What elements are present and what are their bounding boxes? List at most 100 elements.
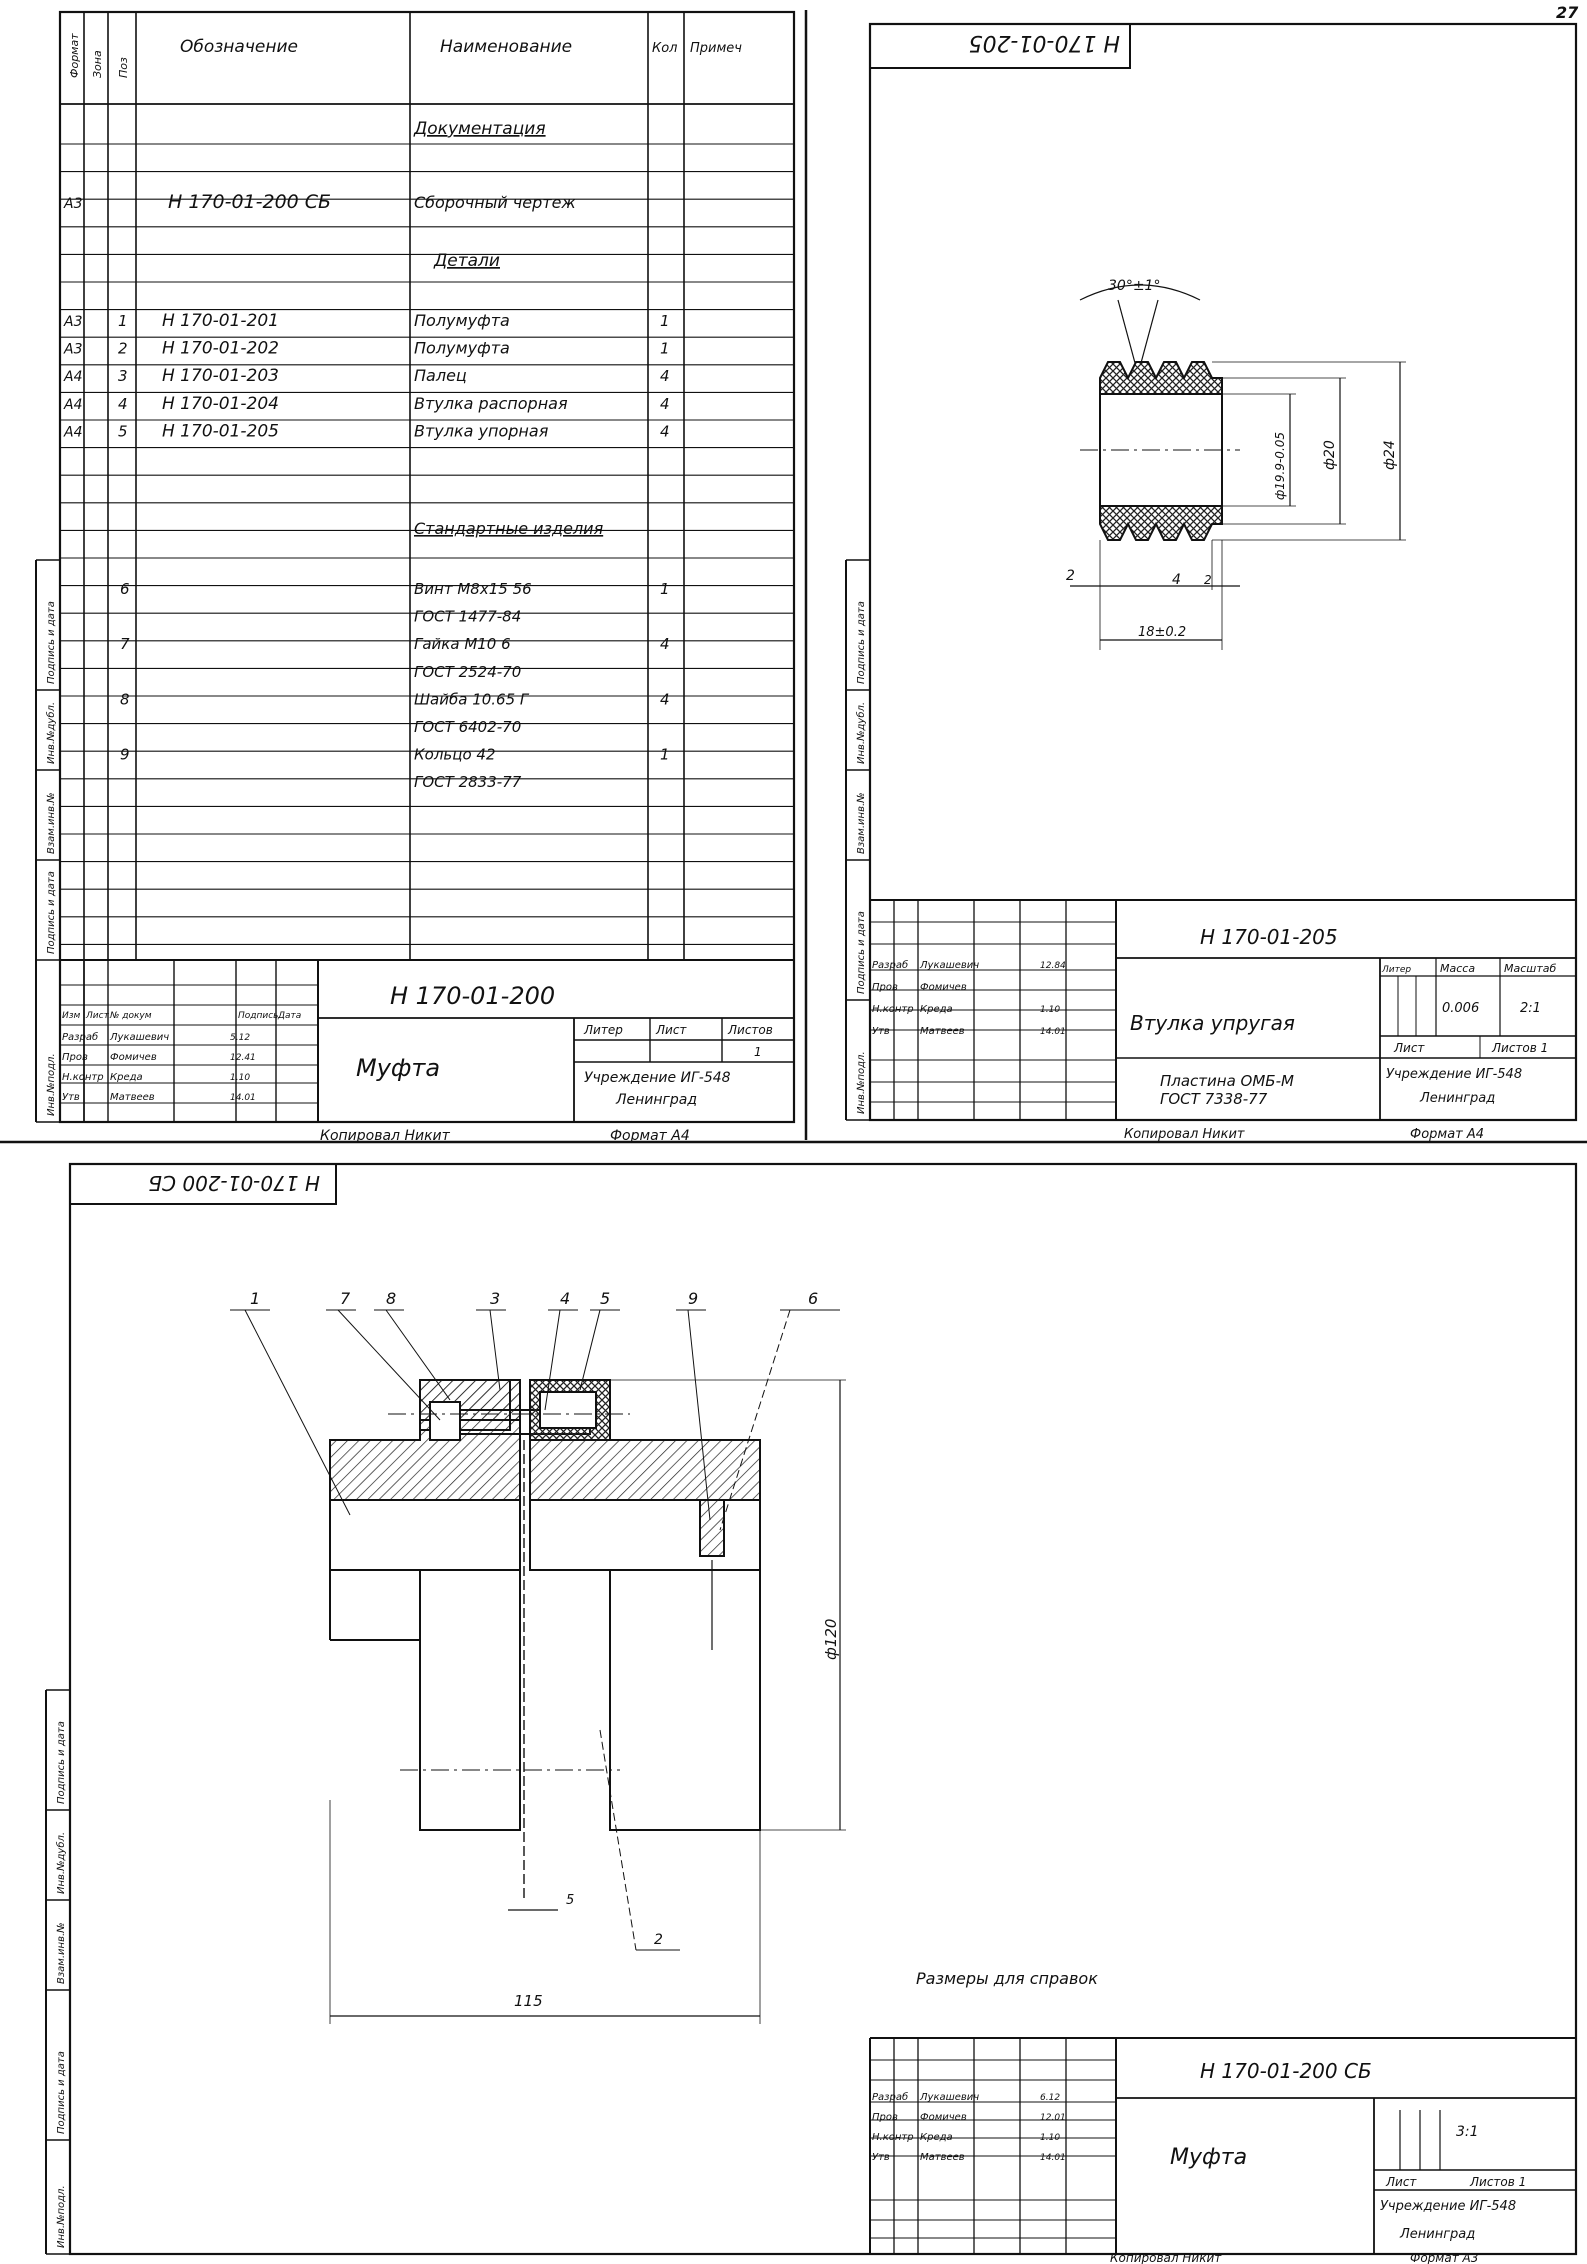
- section-standard: Стандартные изделия: [414, 519, 604, 538]
- part-sheets: Листов 1: [1491, 1041, 1548, 1055]
- signer-date: 14.01: [1040, 2153, 1066, 2163]
- std-qty: 4: [660, 690, 670, 708]
- std-line1: Кольцо 42: [414, 746, 496, 764]
- part-designation: Н 170-01-202: [162, 339, 279, 359]
- std-pos: 8: [120, 690, 130, 708]
- side-label: Подпись и дата: [56, 2051, 67, 2134]
- part-sheet: [845, 22, 1578, 1122]
- doc-name: Сборочный чертеж: [414, 193, 576, 212]
- signer-date: 14.01: [1040, 1027, 1066, 1037]
- leader-label: 7: [340, 1289, 351, 1308]
- side-labels-spec: Инв.№подл.Подпись и датаВзам.инв.№Инв.№д…: [45, 601, 57, 1116]
- leader-label-2: 2: [654, 1932, 663, 1948]
- part-name: Втулка распорная: [414, 394, 568, 413]
- leader-label: 8: [386, 1289, 396, 1308]
- doc-designation: Н 170-01-200 СБ: [168, 191, 331, 213]
- signer-name: Фомичев: [110, 1052, 157, 1063]
- std-qty: 1: [660, 580, 670, 598]
- section-parts: Детали: [433, 251, 500, 271]
- part-format: А4: [63, 369, 82, 385]
- assembly-format: Формат А3: [1410, 2251, 1478, 2264]
- signer-name: Креда: [920, 2132, 953, 2143]
- assembly-scale: 3:1: [1456, 2124, 1479, 2140]
- side-label: Инв.№дубл.: [45, 702, 57, 764]
- part-format: А3: [63, 342, 82, 358]
- part-designation: Н 170-01-203: [162, 366, 279, 386]
- part-qty: 4: [660, 395, 670, 413]
- title-1-list: Лист: [85, 1011, 110, 1021]
- std-qty: 4: [660, 635, 670, 653]
- title-block-spec: [60, 959, 794, 1122]
- assembly-copied: Копировал Никит: [1110, 2251, 1222, 2264]
- assembly-note: Размеры для справок: [916, 1969, 1098, 1988]
- dim-d1: ф19.9-0.05: [1273, 432, 1287, 500]
- signer-role: Утв: [62, 1092, 80, 1103]
- header-zone: Зона: [91, 50, 104, 78]
- header-name: Наименование: [440, 37, 572, 57]
- dim-d2: ф20: [1322, 440, 1338, 470]
- part-designation: Н 170-01-205: [162, 421, 279, 441]
- signer-date: 12.01: [1040, 2113, 1066, 2123]
- dim-l3: 2: [1204, 573, 1212, 587]
- part-org: Учреждение ИГ-548: [1386, 1067, 1522, 1082]
- part-format: Формат А4: [1410, 1127, 1484, 1142]
- signer-role: Разраб: [872, 2091, 908, 2103]
- dim-l1: 2: [1066, 568, 1075, 584]
- signer-role: Утв: [872, 1026, 890, 1037]
- dim-length: 18±0.2: [1138, 625, 1186, 640]
- signer-name: Матвеев: [920, 2152, 965, 2163]
- signer-date: 6.12: [1040, 2093, 1060, 2103]
- part-pos: 2: [118, 340, 128, 358]
- part-format: А4: [63, 397, 82, 413]
- header-designation: Обозначение: [180, 37, 298, 57]
- assembly-title-name: Муфта: [1170, 2145, 1247, 2170]
- dim-overall-length: 115: [514, 1992, 543, 2010]
- title-1-ndoc: № докум: [109, 1011, 152, 1021]
- signer-name: Фомичев: [920, 982, 967, 993]
- part-material-1: Пластина ОМБ-М: [1160, 1072, 1294, 1090]
- title-1-city: Ленинград: [615, 1092, 697, 1108]
- side-label: Подпись и дата: [56, 1721, 67, 1804]
- signer-role: Пров: [872, 2112, 898, 2123]
- part-qty: 1: [660, 340, 670, 358]
- dim-l2: 4: [1172, 572, 1181, 588]
- signer-date: 1.10: [1040, 1005, 1060, 1015]
- assembly-city: Ленинград: [1399, 2227, 1475, 2242]
- title-1-izm: Изм: [62, 1011, 81, 1021]
- signer-name: Креда: [110, 1072, 143, 1083]
- side-label: Инв.№дубл.: [855, 702, 867, 764]
- assembly-sheet: Лист: [1385, 2175, 1417, 2189]
- part-name: Палец: [414, 366, 467, 385]
- side-label: Инв.№подл.: [56, 2185, 67, 2248]
- side-label: Подпись и дата: [856, 601, 867, 684]
- std-qty: 1: [660, 746, 670, 764]
- signer-role: Пров: [872, 982, 898, 993]
- part-pos: 3: [118, 367, 128, 385]
- signer-date: 5.12: [230, 1033, 250, 1043]
- leader-label: 6: [808, 1289, 818, 1308]
- title-1-sheets-val: 1: [754, 1045, 762, 1059]
- signer-date: 1.10: [1040, 2133, 1060, 2143]
- std-line1: Шайба 10.65 Г: [414, 690, 530, 708]
- std-line2: ГОСТ 2833-77: [414, 773, 522, 791]
- title-1-date: Дата: [277, 1011, 301, 1021]
- signer-name: Матвеев: [920, 1026, 965, 1037]
- std-pos: 7: [120, 635, 130, 653]
- title-block-assembly: [869, 2037, 1576, 2254]
- title-1-designation: Н 170-01-200: [390, 982, 555, 1010]
- signer-role: Н.контр: [62, 1072, 104, 1083]
- part-designation: Н 170-01-204: [162, 394, 279, 414]
- part-scale: 2:1: [1520, 1001, 1541, 1016]
- std-pos: 6: [120, 580, 130, 598]
- side-label: Подпись и дата: [46, 871, 57, 954]
- leader-label: 3: [490, 1289, 500, 1308]
- doc-format: А3: [63, 196, 82, 212]
- header-qty: Кол: [652, 41, 678, 56]
- title-block-part: [870, 899, 1576, 1120]
- part-designation: Н 170-01-201: [162, 311, 279, 331]
- part-qty: 4: [660, 367, 670, 385]
- part-qty: 1: [660, 312, 670, 330]
